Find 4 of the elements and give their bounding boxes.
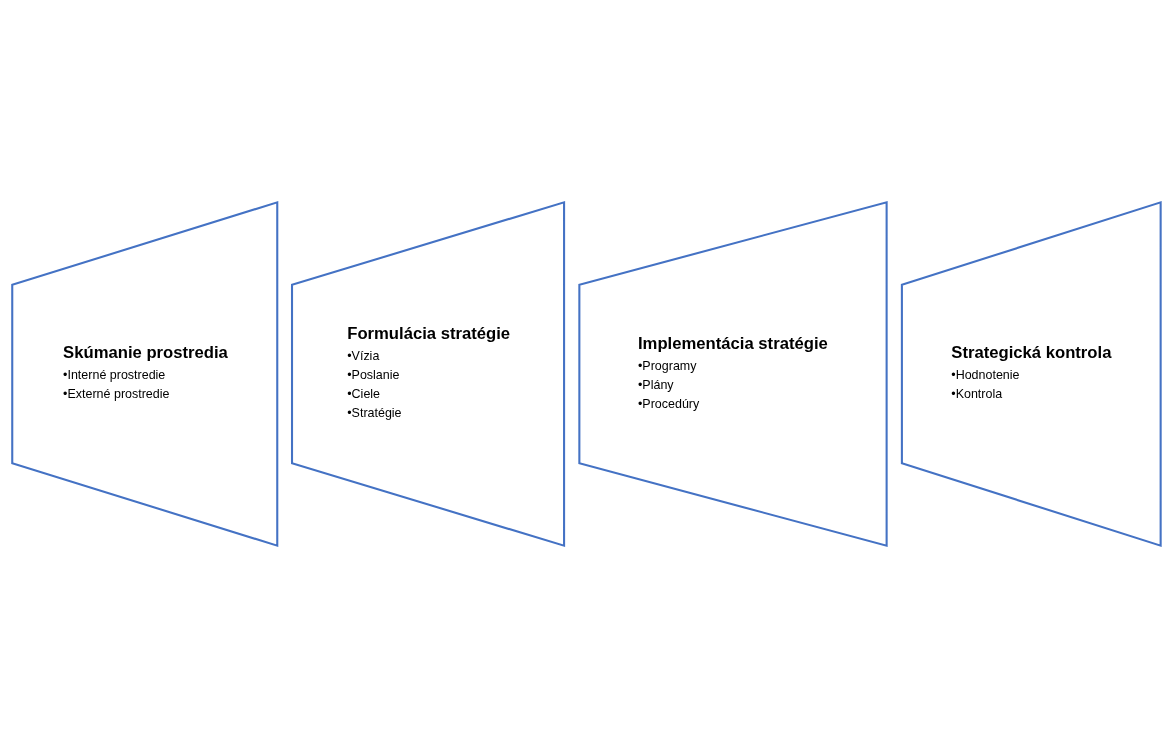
node-box: Skúmanie prostredia •Interné prostredie •Externé prostredie (11, 200, 279, 547)
node-box: Strategická kontrola •Hodnotenie •Kontrola (900, 200, 1162, 547)
node-box: Formulácia stratégie •Vízia •Poslanie •Ciele •Stratégie (290, 200, 566, 547)
node-box: Implementácia stratégie •Programy •Plány •Procedúry (578, 200, 888, 547)
